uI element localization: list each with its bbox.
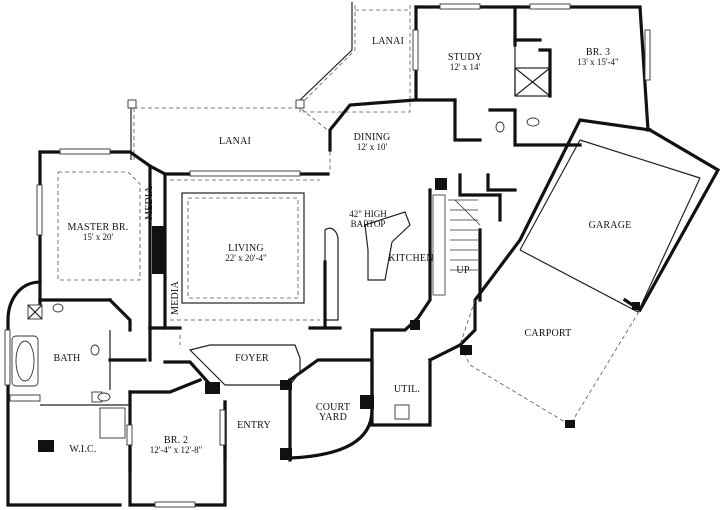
br3-dimensions: 13' x 15'-4" (577, 57, 619, 67)
study-label: STUDY (448, 52, 482, 63)
dining-label: DINING (354, 132, 391, 143)
lanai-upper-label: LANAI (372, 36, 404, 47)
room-labels: LANAI LANAI STUDY 12' x 14' BR. 3 13' x … (54, 36, 632, 455)
courtyard-label-line1: COURT (316, 402, 350, 413)
br2-label: BR. 2 (164, 435, 188, 446)
wic-label: W.I.C. (69, 444, 96, 455)
living-label: LIVING (228, 243, 264, 254)
courtyard-label-line2: YARD (319, 412, 347, 423)
interior-walls (38, 38, 582, 406)
dining-dimensions: 12' x 10' (357, 142, 388, 152)
media-lower-label: MEDIA (170, 281, 181, 315)
master-br-label: MASTER BR. (68, 222, 129, 233)
tray-ceilings (57, 171, 320, 321)
carport-label: CARPORT (525, 328, 572, 339)
entry-label: ENTRY (237, 420, 271, 431)
media-upper-label: MEDIA (144, 186, 155, 220)
util-label: UTIL. (394, 384, 420, 395)
bartop-label-line1: 42" HIGH (349, 209, 387, 219)
wall-stubs (205, 178, 640, 460)
living-dimensions: 22' x 20'-4" (225, 253, 267, 263)
kitchen-label: KITCHEN (388, 253, 433, 264)
bartop-label-line2: BARTOP (351, 219, 386, 229)
lower-lanai-outline (127, 99, 331, 170)
staircase (432, 194, 481, 296)
master-br-dimensions: 15' x 20' (83, 232, 114, 242)
br3-label: BR. 3 (586, 47, 610, 58)
bath-label: BATH (54, 353, 81, 364)
stairs-up-label: UP (456, 265, 469, 276)
lanai-lower-label: LANAI (219, 136, 251, 147)
windows (4, 3, 651, 508)
foyer-label: FOYER (235, 353, 269, 364)
bath-fixtures (9, 117, 540, 452)
br2-dimensions: 12'-4" x 12'-8" (150, 445, 203, 455)
upper-lanai-outline (297, 2, 411, 113)
garage-label: GARAGE (589, 220, 632, 231)
study-dimensions: 12' x 14' (450, 62, 481, 72)
